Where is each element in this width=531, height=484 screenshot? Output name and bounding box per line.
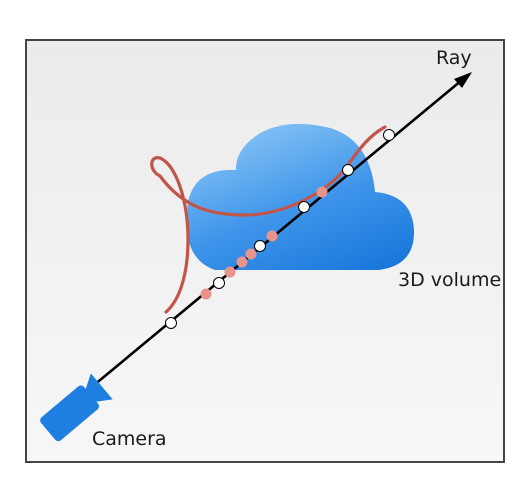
- sample-point-dense: [245, 248, 257, 260]
- camera-body: [40, 385, 100, 442]
- sample-point-empty: [254, 240, 266, 252]
- sample-point-dense: [316, 186, 328, 198]
- cloud-icon: [186, 123, 415, 270]
- sample-point-dense: [200, 288, 212, 300]
- ray-label: Ray: [436, 47, 472, 69]
- sample-point-empty: [298, 201, 310, 213]
- sample-point-dense: [266, 230, 278, 242]
- volume-label: 3D volume: [398, 269, 501, 291]
- camera-lens: [84, 373, 113, 402]
- video-camera-icon: [40, 373, 113, 442]
- sample-points: [165, 129, 395, 329]
- sample-point-dense: [224, 266, 236, 278]
- sample-point-empty: [383, 129, 395, 141]
- sample-point-empty: [165, 317, 177, 329]
- sample-point-empty: [342, 164, 354, 176]
- sample-point-dense: [236, 256, 248, 268]
- camera-label: Camera: [92, 428, 167, 450]
- sample-point-empty: [213, 277, 225, 289]
- arrowhead-icon: [454, 72, 472, 88]
- cloud-shape: [186, 123, 415, 270]
